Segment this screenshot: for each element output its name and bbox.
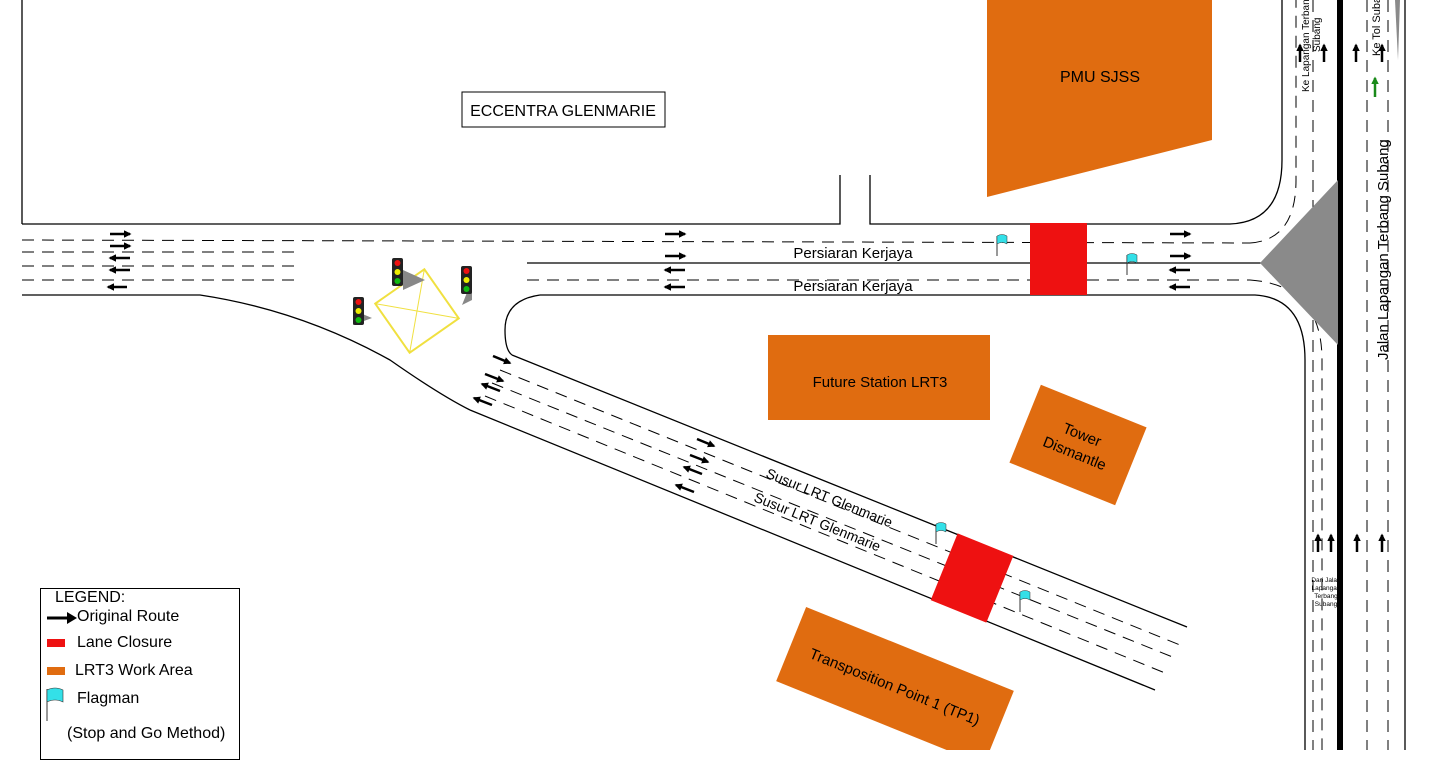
lane-closure	[1030, 223, 1087, 295]
arrow-right-icon	[47, 612, 77, 624]
traffic-light-icon	[353, 297, 372, 325]
tp1-area: Transposition Point 1 (TP1)	[776, 606, 1014, 750]
dari-line: Subang	[1315, 601, 1338, 608]
eccentra-label: ECCENTRA GLENMARIE	[470, 103, 656, 120]
flag-icon	[1019, 590, 1031, 612]
ke-lapangan-label: Ke Lapangan Terbang	[1301, 0, 1312, 92]
persiaran-label-2: Persiaran Kerjaya	[793, 278, 913, 295]
dari-line: Terbang	[1314, 593, 1338, 600]
lane-closure	[930, 533, 1014, 623]
flag-icon	[46, 687, 64, 721]
legend-title: LEGEND:	[55, 589, 126, 606]
legend-flagman: Flagman	[77, 690, 140, 707]
ke-tol-label: Ke Tol Subang	[1371, 0, 1383, 56]
ke-lapangan-label-2: Subang	[1312, 18, 1323, 52]
traffic-light-icon	[392, 258, 425, 290]
dari-line: Lapangan	[1312, 585, 1341, 592]
flag-icon	[935, 522, 947, 544]
legend-original-route: Original Route	[77, 608, 180, 625]
pmu-label: PMU SJSS	[1060, 69, 1140, 86]
future-station-area	[768, 335, 990, 420]
jalan-lapangan-terbang-subang-road	[1260, 0, 1406, 750]
legend-lane-closure: Lane Closure	[77, 634, 173, 651]
dari-jalan-label: Dari Jalan Lapangan Terbang Subang	[1311, 577, 1341, 608]
orange-swatch	[47, 667, 65, 675]
persiaran-label-1: Persiaran Kerjaya	[793, 245, 913, 262]
traffic-light-icon	[461, 266, 472, 305]
red-swatch	[47, 639, 65, 647]
tower-dismantle-area: Tower Dismantle	[1009, 384, 1147, 506]
dari-line: Dari Jalan	[1311, 577, 1341, 584]
pmu-sjss-area	[987, 0, 1212, 197]
jalan-label: Jalan Lapangan Terbang Subang	[1375, 139, 1392, 360]
legend-work-area: LRT3 Work Area	[75, 662, 193, 679]
traffic-island	[1260, 180, 1338, 345]
susur-lrt-glenmarie-road	[469, 354, 1188, 691]
flag-icon	[996, 234, 1008, 256]
legend: LEGEND: Original Route Lane Closure LRT3…	[40, 588, 240, 760]
future-station-label: Future Station LRT3	[813, 374, 948, 391]
legend-note: (Stop and Go Method)	[67, 725, 226, 742]
yellow-box-junction	[373, 267, 461, 355]
flag-icon	[1126, 253, 1138, 275]
route-arrows	[106, 43, 1386, 552]
eccentra-box	[461, 91, 666, 128]
